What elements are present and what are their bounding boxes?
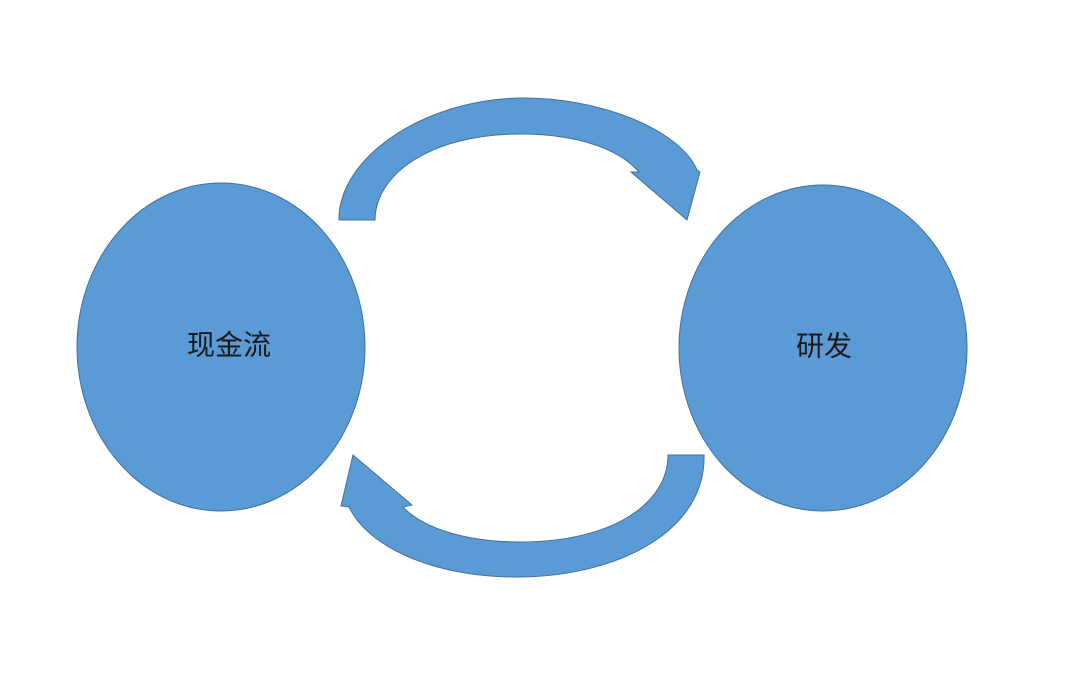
node-cash-flow-label: 现金流 bbox=[187, 329, 271, 362]
node-rnd-label: 研发 bbox=[796, 330, 852, 363]
node-rnd-shape bbox=[678, 184, 968, 512]
node-rnd: 研发 bbox=[678, 184, 968, 512]
node-cash-flow-shape bbox=[76, 182, 366, 512]
arrow-rnd-to-cash-flow bbox=[340, 454, 705, 578]
arrow-cash-flow-to-rnd bbox=[338, 97, 701, 221]
node-cash-flow: 现金流 bbox=[76, 182, 366, 512]
